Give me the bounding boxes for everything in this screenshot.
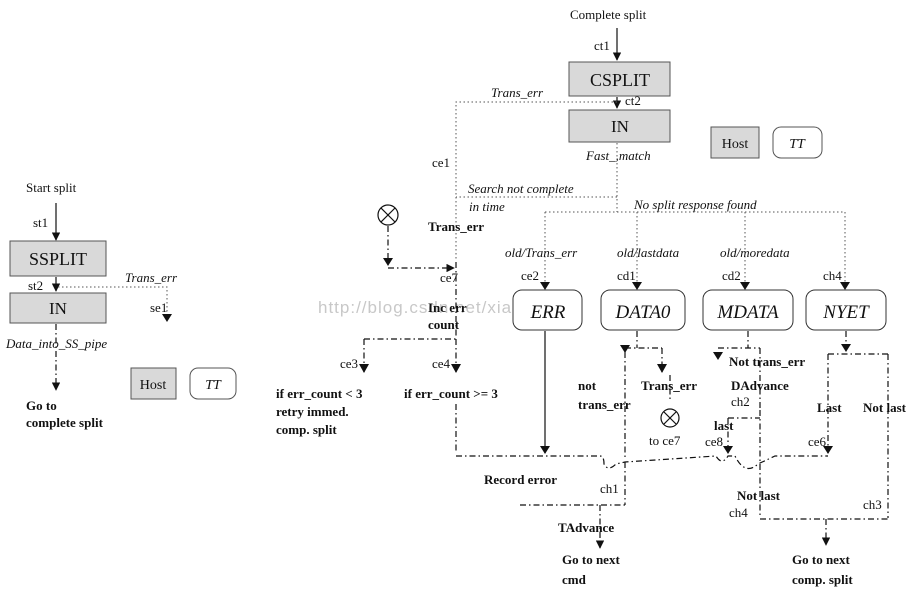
host-left-label: Host [140, 378, 167, 393]
retry-label-1: if err_count < 3 [276, 386, 363, 401]
trans-err-left-label: Trans_err [125, 270, 178, 285]
ct1-label: ct1 [594, 38, 610, 53]
old-moredata-label: old/moredata [720, 245, 790, 260]
cd1-label: cd1 [617, 268, 636, 283]
host-box-right [710, 126, 760, 159]
arrow-nyet [840, 282, 850, 290]
old-lastdata-label: old/lastdata [617, 245, 680, 260]
ssplit-box [9, 240, 107, 277]
mdata-label: MDATA [716, 302, 779, 323]
err-box [512, 289, 583, 331]
dadvance-label: DAdvance [731, 378, 789, 393]
st2-label: st2 [28, 278, 43, 293]
inc-err-label-2: count [428, 317, 460, 332]
go-to-label-2: complete split [26, 415, 104, 430]
host-box-left [130, 367, 177, 400]
retry-label-3: comp. split [276, 422, 337, 437]
nyet-label: NYET [822, 302, 870, 323]
se1-label: se1 [150, 300, 167, 315]
trans-err-top-path [455, 101, 617, 260]
ct2-label: ct2 [625, 93, 641, 108]
watermark: http://blog.csdn.net/xiaojsj111 [318, 298, 570, 317]
ch1-label: ch1 [600, 481, 619, 496]
tt-box-right [772, 126, 823, 159]
ce3-label: ce3 [340, 356, 358, 371]
complete-split-label: Complete split [570, 7, 647, 22]
trans-err-mid-label: Trans_err [641, 378, 697, 393]
record-error-label: Record error [484, 472, 557, 487]
in-right-label: IN [611, 117, 629, 136]
fast-match-label: Fast_,match [585, 148, 651, 163]
ce1-label: ce1 [432, 155, 450, 170]
st1-label: st1 [33, 215, 48, 230]
last-label: Last [817, 400, 842, 415]
trans-err-left-path [58, 286, 168, 320]
tt-right-label: TT [789, 137, 806, 152]
err-label: ERR [530, 302, 566, 323]
go-next-cmd-label-2: cmd [562, 572, 587, 587]
to-ce7-label: to ce7 [649, 433, 681, 448]
nyet-box [805, 289, 887, 331]
in-box-left [9, 292, 107, 324]
tadvance-label: TAdvance [558, 520, 614, 535]
complete-split-flow: Complete split ct1 CSPLIT ct2 Trans_err … [276, 7, 907, 587]
arrow-se1 [162, 314, 172, 322]
start-split-label: Start split [26, 180, 77, 195]
record-error-bar [456, 455, 828, 470]
mdata-box [702, 289, 794, 331]
tt-box-left [189, 367, 237, 400]
go-next-split-label-2: comp. split [792, 572, 853, 587]
ch2-label: ch2 [731, 394, 750, 409]
in-time-label: in time [469, 199, 505, 214]
csplit-box [568, 61, 671, 97]
not-trans-label-1: not [578, 378, 597, 393]
ce7-label: ce7 [440, 270, 459, 285]
tt-left-label: TT [205, 378, 222, 393]
ch4-top-label: ch4 [823, 268, 842, 283]
old-trans-err-label: old/Trans_err [505, 245, 578, 260]
arrow-err [540, 282, 550, 290]
go-next-split-label-1: Go to next [792, 552, 850, 567]
not-trans-label-2: trans_err [578, 397, 631, 412]
not-last-label: Not last [863, 400, 907, 415]
ch4-bottom-label: ch4 [729, 505, 748, 520]
trans-err-bold-label: Trans_err [428, 219, 484, 234]
in-box-right [568, 109, 671, 143]
in-left-label: IN [49, 299, 67, 318]
ce8-label: ce8 [705, 434, 723, 449]
err-count-ge3-label: if err_count >= 3 [404, 386, 498, 401]
go-to-label-1: Go to [26, 398, 57, 413]
arrow-mdata [740, 282, 750, 290]
not-last-bottom-label: Not last [737, 488, 781, 503]
ce4-label: ce4 [432, 356, 451, 371]
search-not-complete-label: Search not complete [468, 181, 574, 196]
arrow-data0 [632, 282, 642, 290]
data0-box [600, 289, 686, 331]
ce6-label: ce6 [808, 434, 827, 449]
ssplit-label: SSPLIT [29, 249, 87, 269]
start-split-flow: Start split st1 SSPLIT st2 Trans_err se1… [5, 180, 237, 430]
ch3-label: ch3 [863, 497, 882, 512]
csplit-label: CSPLIT [590, 70, 650, 90]
data0-label: DATA0 [615, 302, 671, 323]
retry-label-2: retry immed. [276, 404, 349, 419]
host-right-label: Host [722, 137, 749, 152]
last-mid-label: last [714, 418, 734, 433]
go-next-cmd-label-1: Go to next [562, 552, 620, 567]
ce2-label: ce2 [521, 268, 539, 283]
no-split-response-label: No split response found [633, 197, 757, 212]
not-trans-err-label: Not trans_err [729, 354, 805, 369]
inc-err-label-1: Inc err [428, 300, 467, 315]
trans-err-top-label: Trans_err [491, 85, 544, 100]
cd2-label: cd2 [722, 268, 741, 283]
